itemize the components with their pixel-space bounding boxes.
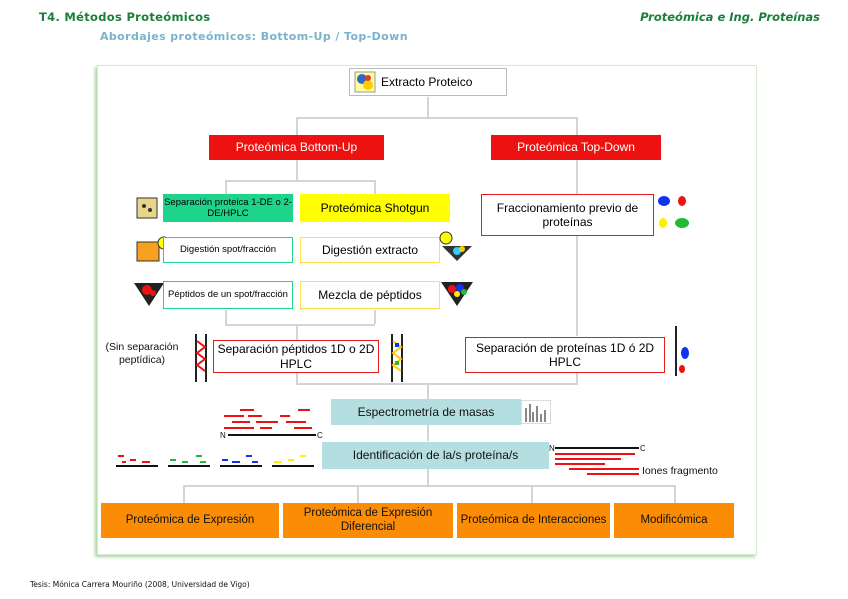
section-title: T4. Métodos Proteómicos [39, 10, 210, 24]
separacion-peptidos-box: Separación péptidos 1D o 2D HPLC [213, 340, 379, 373]
connector [183, 485, 675, 487]
connector [225, 310, 227, 324]
course-title: Proteómica e Ing. Proteínas [640, 10, 820, 24]
connector [531, 485, 533, 503]
connector [576, 160, 578, 194]
digestion-extract-icon [436, 230, 474, 262]
connector [296, 324, 298, 340]
column-icon [194, 333, 208, 383]
connector [225, 324, 375, 326]
gel-icon [136, 197, 158, 219]
protein-extract-icon [354, 71, 376, 93]
identificacion-box: Identificación de la/s proteína/s [322, 442, 549, 469]
outcome-modificomica: Modificómica [614, 503, 734, 538]
c-terminus-label: C [317, 431, 323, 440]
n-terminus-label: N [220, 431, 226, 440]
slide-subtitle: Abordajes proteómicos: Bottom-Up / Top-D… [100, 30, 408, 43]
mezcla-peptidos-box: Mezcla de péptidos [300, 281, 440, 309]
peptide-fragments-graphic: N C [220, 407, 324, 441]
colored-peptides-graphic [116, 453, 326, 477]
source-box: Extracto Proteico [349, 68, 507, 96]
connector [296, 117, 298, 135]
connector [183, 485, 185, 503]
fractions-icon [657, 193, 691, 235]
connector [576, 117, 578, 135]
connector [374, 180, 376, 194]
c-terminus-label-2: C [640, 444, 645, 453]
separacion-proteinas-box: Separación de proteínas 1D ó 2D HPLC [465, 337, 665, 373]
iones-fragmento-label: Iones fragmento [642, 465, 752, 478]
mass-spectrum-icon [521, 400, 551, 424]
outcome-expresion: Proteómica de Expresión [101, 503, 279, 538]
digestion-extracto-box: Digestión extracto [300, 237, 440, 263]
digestion-spot-box: Digestión spot/fracción [163, 237, 293, 263]
peptidos-spot-box: Péptidos de un spot/fracción [163, 281, 293, 309]
connector [296, 117, 578, 119]
connector [427, 425, 429, 441]
fragment-ions-graphic: N C [549, 441, 645, 483]
connector [374, 310, 376, 324]
connector [576, 236, 578, 336]
connector [296, 373, 298, 383]
peptide-mixture-funnel-icon [440, 280, 474, 307]
espectrometria-box: Espectrometría de masas [331, 399, 521, 425]
source-label: Extracto Proteico [381, 75, 472, 89]
shotgun-box: Proteómica Shotgun [300, 194, 450, 222]
fraccionamiento-box: Fraccionamiento previo de proteínas [481, 194, 654, 236]
outcome-expresion-diferencial: Proteómica de Expresión Diferencial [283, 503, 453, 538]
outcome-interacciones: Proteómica de Interacciones [457, 503, 610, 538]
top-down-box: Proteómica Top-Down [491, 135, 661, 160]
connector [427, 97, 429, 117]
connector [296, 383, 578, 385]
footer-citation: Tesis: Mónica Carrera Mouriño (2008, Uni… [30, 580, 250, 589]
n-terminus-label-2: N [549, 444, 555, 453]
connector [225, 180, 227, 194]
protein-column-icon [674, 325, 692, 377]
sin-separacion-label: (Sin separación peptídica) [94, 341, 190, 367]
bottom-up-box: Proteómica Bottom-Up [209, 135, 384, 160]
connector [357, 485, 359, 503]
connector [674, 485, 676, 503]
connector [576, 373, 578, 383]
separacion-proteica-box: Separación proteica 1-DE o 2-DE/HPLC [163, 194, 293, 222]
column-icon-2 [390, 333, 404, 383]
connector [225, 180, 375, 182]
connector [427, 469, 429, 485]
peptides-funnel-icon [133, 281, 165, 307]
connector [296, 160, 298, 180]
